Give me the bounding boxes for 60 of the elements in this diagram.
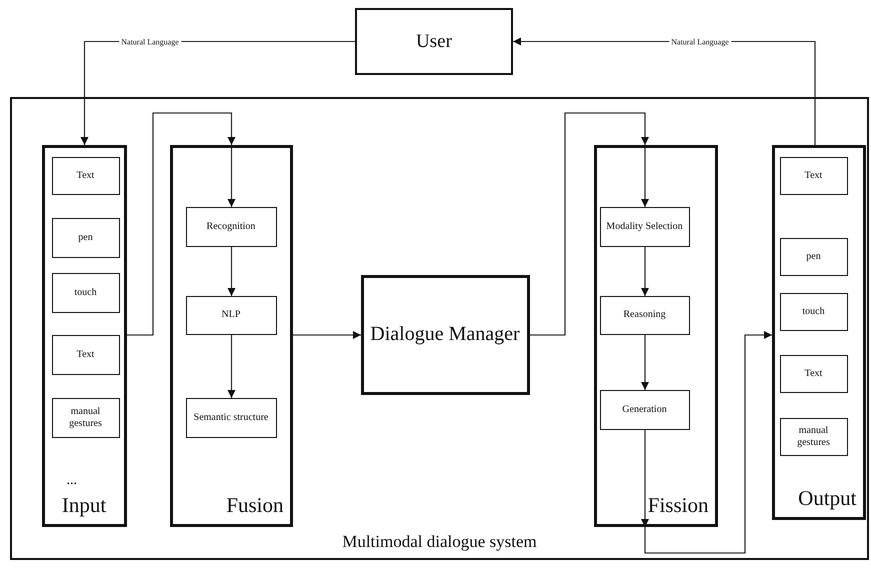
stage-panel: [594, 144, 718, 526]
box-label: Dialogue Manager: [370, 323, 520, 346]
actor-box: [355, 8, 513, 75]
stage-panel: [170, 144, 292, 526]
system-frame: [10, 97, 869, 560]
arrow: [644, 331, 772, 554]
box-label: Text: [804, 170, 824, 182]
box-label: Text: [76, 170, 96, 182]
process-box: [186, 206, 276, 246]
stage-panel: [42, 144, 126, 526]
manager-box: [360, 274, 530, 394]
arrow: [641, 430, 649, 527]
box-label: Modality Selection: [605, 220, 684, 232]
box-label: Generation: [621, 404, 668, 416]
process-box: [600, 296, 690, 334]
stage-panel: [772, 144, 866, 520]
arrow: [641, 335, 649, 390]
box-label: pen: [77, 232, 94, 244]
process-box: [780, 156, 848, 194]
panel-title: Output: [797, 486, 856, 510]
box-label: Recognition: [206, 220, 256, 232]
box-label: manual gestures: [68, 406, 103, 429]
process-box: [52, 398, 120, 438]
arrow: [641, 145, 649, 207]
process-box: [780, 418, 848, 456]
box-label: Semantic structure: [192, 412, 270, 424]
box-label: User: [416, 30, 452, 52]
box-label: Reasoning: [622, 309, 667, 321]
process-box: [186, 296, 276, 334]
box-label: pen: [805, 250, 822, 262]
process-box: [52, 272, 120, 312]
arrow: [228, 145, 236, 207]
process-box: [52, 218, 120, 258]
edge-label: Natural Language: [119, 38, 181, 46]
arrow: [530, 112, 649, 336]
system-title: Multimodal dialogue system: [341, 532, 538, 552]
box-label: NLP: [220, 309, 242, 321]
arrow: [228, 247, 236, 296]
process-box: [186, 398, 276, 438]
box-label: Text: [804, 368, 824, 380]
panel-title: Fission: [646, 492, 708, 518]
box-label: manual gestures: [796, 425, 831, 448]
process-box: [52, 156, 120, 194]
box-label: Text: [76, 348, 96, 360]
process-box: [780, 238, 848, 276]
process-box: [600, 206, 690, 246]
arrow: [127, 112, 236, 336]
box-label: touch: [801, 306, 826, 318]
panel-title: Fusion: [225, 492, 284, 518]
ellipsis: ...: [66, 474, 77, 488]
arrow: [293, 331, 361, 339]
arrow: [228, 335, 236, 398]
panel-title: Input: [60, 492, 108, 518]
process-box: [780, 354, 848, 392]
process-box: [52, 334, 120, 374]
edge-label: Natural Language: [669, 38, 731, 46]
box-label: touch: [73, 286, 98, 298]
process-box: [600, 390, 690, 430]
arrow: [641, 247, 649, 296]
process-box: [780, 292, 848, 330]
